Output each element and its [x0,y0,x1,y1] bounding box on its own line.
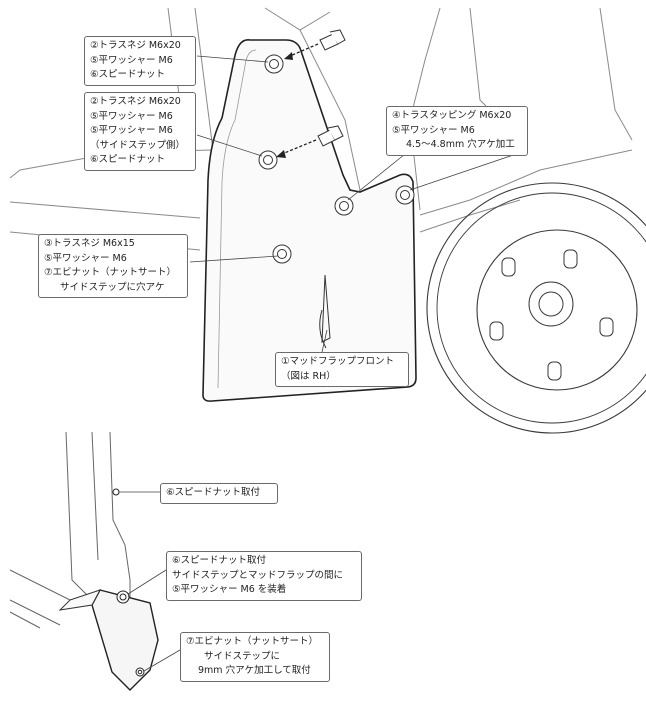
callout-line: ⑤平ワッシャー M6 [90,110,173,122]
bottom-screws [112,488,145,677]
callout-line: サイドステップに穴アケ [60,281,165,293]
callout-line: ⑤平ワッシャー M6 を装着 [172,584,287,595]
callout-line: ①マッドフラップフロント [281,356,395,367]
callout-bottom-upper: ⑥スピードナット取付 [160,483,278,504]
callout-front-upper: ②トラスネジ M6x20 ⑤平ワッシャー M6 ⑥スピードナット [84,36,196,86]
callout-front-middle: ②トラスネジ M6x20 ⑤平ワッシャー M6 ⑤平ワッシャー M6 （サイドス… [84,92,196,171]
callout-line: ⑥スピードナット [90,154,166,165]
callout-line: ⑤平ワッシャー M6 [90,125,173,136]
callout-part-name: ①マッドフラップフロント （図は RH） [275,352,409,387]
callout-line: サイドステップとマッドフラップの間に [172,569,344,581]
callout-line: 4.5～4.8mm 穴アケ加工 [406,139,515,150]
callout-line: ⑦エビナット（ナットサート） [186,636,319,647]
callout-line: 9mm 穴アケ加工して取付 [198,665,311,676]
callout-bottom-lower: ⑦エビナット（ナットサート） サイドステップに 9mm 穴アケ加工して取付 [180,632,330,682]
callout-line: ②トラスネジ M6x20 [90,40,181,51]
flap-screws [258,54,415,264]
wheel-drawing [426,182,646,434]
callout-line: ④トラスタッピング M6x20 [392,110,512,121]
callout-line: ⑥スピードナット取付 [166,487,261,498]
callout-line: ⑤平ワッシャー M6 [90,54,173,66]
speed-nut-parts [317,29,346,147]
callout-line: ⑦エビナット（ナットサート） [44,267,177,278]
callout-line: ③トラスネジ M6x15 [44,238,135,249]
top-leader-lines [189,55,529,353]
bottom-leader-lines [119,491,181,672]
callout-front-right: ④トラスタッピング M6x20 ⑤平ワッシャー M6 4.5～4.8mm 穴アケ… [386,106,528,156]
mud-flap-front [202,39,417,402]
callout-line: ⑤平ワッシャー M6 [44,252,127,264]
callout-bottom-middle: ⑥スピードナット取付 サイドステップとマッドフラップの間に ⑤平ワッシャー M6… [166,551,362,601]
callout-line: ⑥スピードナット取付 [172,555,267,566]
callout-line: サイドステップに [204,650,281,662]
callout-line: ②トラスネジ M6x20 [90,96,181,107]
assembly-arrows [281,43,319,155]
callout-line: ⑤平ワッシャー M6 [392,124,475,136]
bottom-mud-flap [58,589,159,691]
callout-front-lower: ③トラスネジ M6x15 ⑤平ワッシャー M6 ⑦エビナット（ナットサート） サ… [38,234,188,298]
callout-line: ⑥スピードナット [90,69,166,80]
callout-line: （サイドステップ側） [90,139,186,151]
callout-line: （図は RH） [281,370,336,382]
